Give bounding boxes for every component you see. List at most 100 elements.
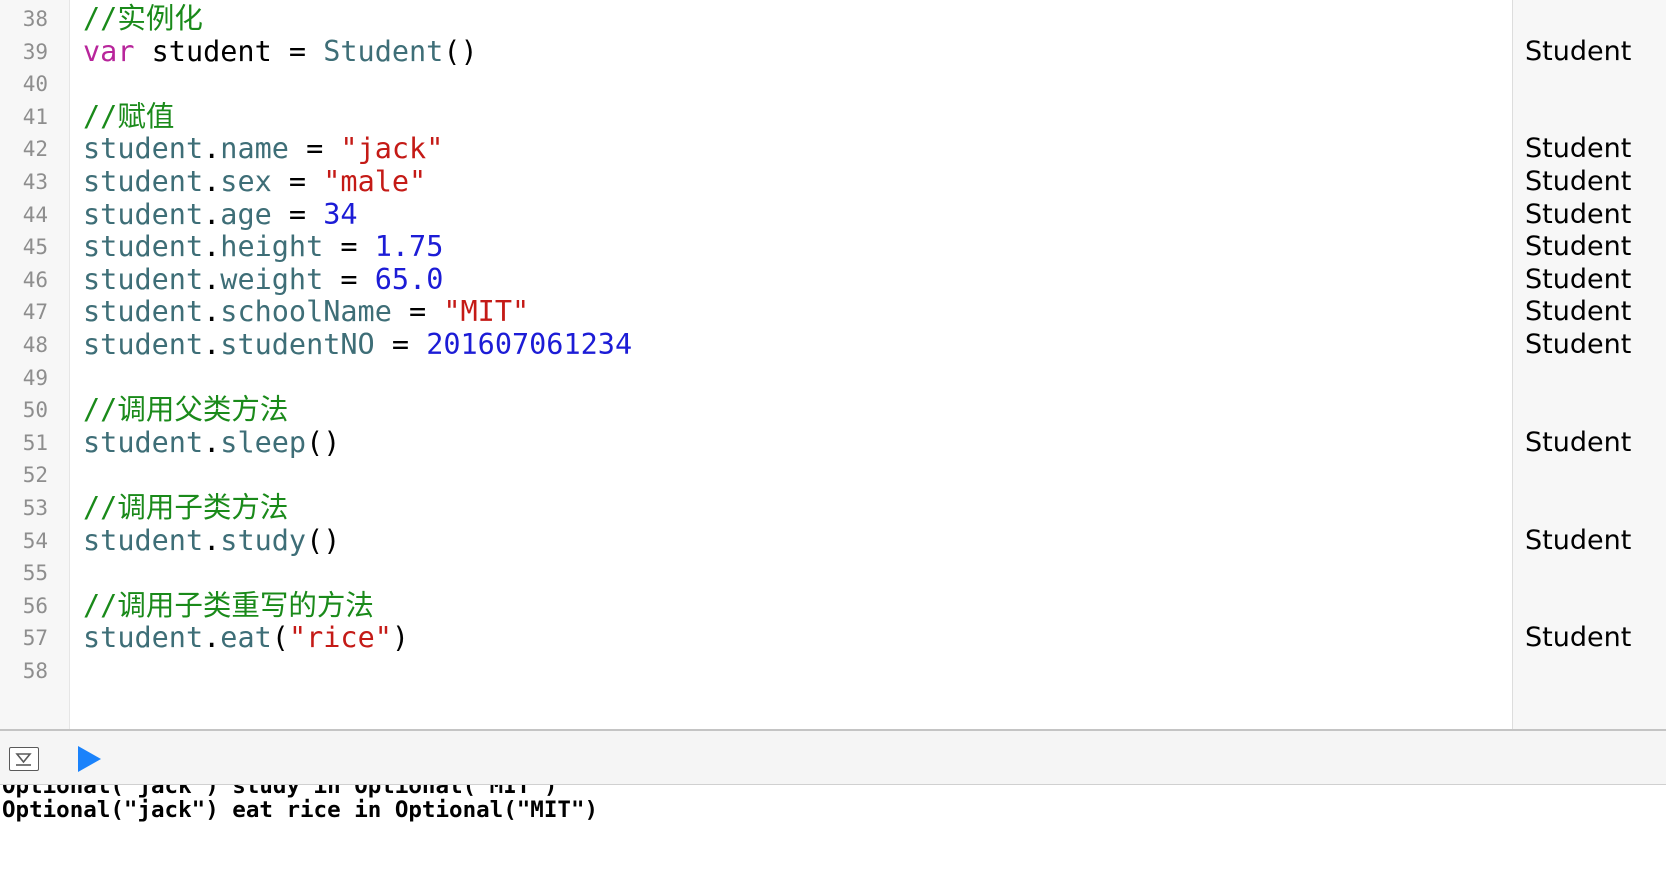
code-line[interactable]: //赋值	[83, 100, 174, 134]
code-line[interactable]: student.study()	[83, 524, 340, 558]
line-number: 42	[22, 137, 48, 162]
line-number: 41	[22, 104, 48, 129]
code-token-comment: //实例化	[83, 2, 203, 35]
line-number: 57	[22, 626, 48, 651]
line-number: 52	[22, 463, 48, 488]
code-line[interactable]: student.studentNO = 201607061234	[83, 328, 632, 362]
code-token-plain: .	[203, 197, 221, 231]
code-token-plain: =	[323, 262, 375, 296]
line-number: 45	[22, 235, 48, 260]
code-token-identifier: student	[83, 295, 204, 329]
code-token-identifier: student	[83, 425, 204, 459]
code-token-plain: =	[391, 295, 444, 329]
debug-toolbar	[0, 729, 1666, 785]
line-number: 43	[22, 170, 48, 194]
code-token-plain: =	[271, 197, 324, 231]
code-token-identifier: student	[83, 328, 204, 361]
code-token-identifier: sex	[220, 165, 272, 198]
code-line[interactable]: student.weight = 65.0	[83, 263, 443, 297]
code-token-identifier: name	[220, 132, 289, 166]
code-line[interactable]: student.name = "jack"	[83, 132, 443, 166]
code-token-number: 201607061234	[426, 328, 633, 361]
line-number: 50	[22, 398, 48, 423]
result-value[interactable]: Student	[1525, 166, 1632, 197]
code-token-identifier: studentNO	[220, 328, 375, 361]
code-token-number: 1.75	[374, 230, 444, 264]
run-button[interactable]	[74, 744, 104, 774]
result-value[interactable]: Student	[1525, 198, 1632, 230]
line-number: 55	[22, 561, 48, 586]
result-value[interactable]: Student	[1525, 231, 1632, 263]
line-number: 46	[22, 267, 48, 292]
code-token-string: "jack"	[340, 132, 444, 166]
code-token-plain: .	[203, 425, 221, 459]
line-number: 38	[22, 7, 48, 31]
line-number: 39	[22, 39, 48, 64]
hide-debug-area-icon	[15, 753, 32, 766]
code-token-identifier: height	[220, 230, 324, 264]
code-token-plain: .	[203, 295, 221, 329]
result-value[interactable]: Student	[1525, 296, 1632, 328]
code-token-comment: //调用子类方法	[83, 491, 289, 524]
code-token-plain: )	[391, 621, 410, 655]
code-line[interactable]: var student = Student()	[83, 35, 478, 69]
code-line[interactable]: student.sleep()	[83, 426, 340, 460]
code-token-identifier: eat	[220, 621, 272, 655]
code-token-plain: (	[271, 621, 289, 655]
code-token-number: 34	[323, 197, 358, 231]
code-token-keyword: var	[83, 34, 135, 68]
code-token-identifier: age	[220, 197, 272, 231]
line-number: 53	[22, 496, 48, 520]
result-value[interactable]: Student	[1525, 622, 1632, 654]
result-value[interactable]: Student	[1525, 524, 1632, 556]
code-token-plain: .	[203, 621, 221, 655]
code-token-plain: =	[288, 132, 341, 166]
code-line[interactable]: student.height = 1.75	[83, 230, 443, 264]
console-line: Optional("jack") study in Optional("MIT"…	[2, 785, 558, 799]
line-number: 47	[22, 300, 48, 325]
line-number: 51	[22, 430, 48, 455]
result-value[interactable]: Student	[1525, 426, 1632, 458]
code-token-string: "male"	[323, 165, 427, 198]
code-token-comment: //调用父类方法	[83, 393, 289, 427]
code-token-identifier: weight	[220, 262, 324, 296]
code-line[interactable]: student.eat("rice")	[83, 621, 409, 655]
result-value[interactable]: Student	[1525, 133, 1632, 165]
code-token-comment: //赋值	[83, 99, 175, 133]
code-token-plain: ()	[306, 425, 341, 459]
code-token-string: "rice"	[288, 621, 392, 655]
result-value[interactable]: Student	[1525, 263, 1632, 295]
code-token-plain: .	[203, 230, 221, 264]
code-token-plain: =	[374, 328, 427, 361]
code-line[interactable]: //调用子类方法	[83, 491, 288, 525]
code-token-plain: .	[203, 523, 221, 557]
code-token-identifier: schoolName	[220, 295, 392, 329]
code-line[interactable]: student.age = 34	[83, 198, 358, 232]
code-token-plain: .	[203, 165, 221, 198]
code-line[interactable]: student.sex = "male"	[83, 165, 426, 199]
code-line[interactable]: //调用父类方法	[83, 393, 288, 427]
code-token-plain: ()	[443, 34, 478, 68]
line-number: 40	[22, 72, 48, 97]
line-number: 54	[22, 528, 48, 553]
hide-debug-area-button[interactable]	[9, 747, 39, 771]
code-token-identifier: Student	[323, 34, 444, 68]
line-number: 58	[22, 659, 48, 683]
result-value[interactable]: Student	[1525, 35, 1632, 67]
code-token-plain: .	[203, 328, 221, 361]
code-token-identifier: student	[83, 523, 204, 557]
code-line[interactable]: //实例化	[83, 2, 203, 36]
code-token-plain: student =	[134, 34, 324, 68]
code-line[interactable]: student.schoolName = "MIT"	[83, 295, 529, 329]
code-token-identifier: student	[83, 165, 204, 198]
code-token-identifier: study	[220, 523, 307, 557]
play-icon	[78, 746, 101, 772]
code-line[interactable]: //调用子类重写的方法	[83, 589, 374, 623]
result-value[interactable]: Student	[1525, 329, 1632, 360]
code-token-string: "MIT"	[443, 295, 530, 329]
